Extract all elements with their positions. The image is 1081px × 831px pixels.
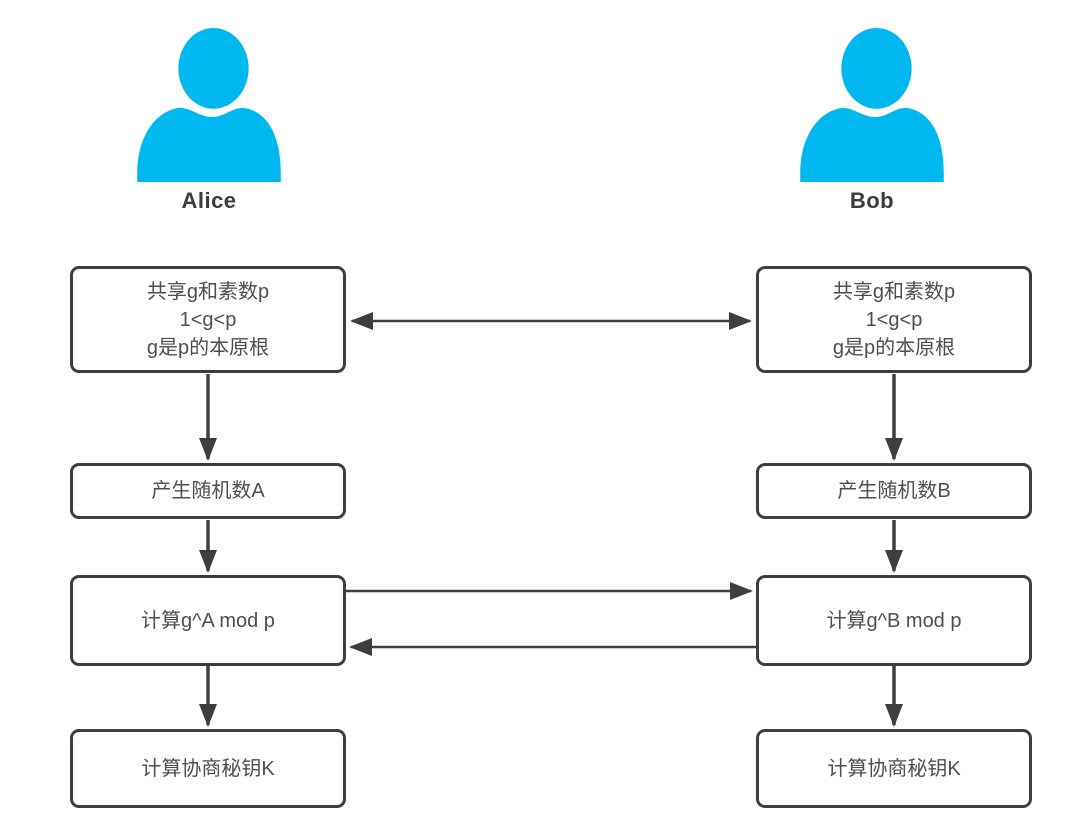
- person-icon-bob: [800, 28, 944, 182]
- node-shared-params-alice: 共享g和素数p 1<g<p g是p的本原根: [70, 266, 346, 373]
- actor-label-alice: Alice: [181, 188, 237, 213]
- node-compute-key-alice: 计算协商秘钥K: [70, 729, 346, 808]
- node-compute-ga-mod-p: 计算g^A mod p: [70, 575, 346, 666]
- node-text-line: 计算协商秘钥K: [827, 757, 961, 780]
- node-shared-params-bob: 共享g和素数p 1<g<p g是p的本原根: [756, 266, 1032, 373]
- node-text-line: 1<g<p: [179, 308, 237, 331]
- node-text-line: 共享g和素数p: [832, 280, 956, 303]
- node-text-line: 产生随机数A: [151, 480, 265, 502]
- node-text-line: g是p的本原根: [832, 336, 956, 359]
- actor-label-bob: Bob: [849, 188, 895, 213]
- actor-alice: Alice: [134, 28, 284, 214]
- node-random-number-bob: 产生随机数B: [756, 463, 1032, 519]
- node-text-line: 1<g<p: [865, 308, 923, 331]
- node-text-line: g是p的本原根: [146, 336, 270, 359]
- node-text-line: 计算g^B mod p: [826, 609, 962, 632]
- actor-bob: Bob: [797, 28, 947, 214]
- node-random-number-alice: 产生随机数A: [70, 463, 346, 519]
- node-text-line: 共享g和素数p: [146, 280, 270, 303]
- node-compute-gb-mod-p: 计算g^B mod p: [756, 575, 1032, 666]
- node-text-line: 计算协商秘钥K: [141, 757, 275, 780]
- person-icon-alice: [137, 28, 281, 182]
- node-compute-key-bob: 计算协商秘钥K: [756, 729, 1032, 808]
- node-text-line: 计算g^A mod p: [141, 609, 275, 632]
- node-text-line: 产生随机数B: [837, 480, 951, 502]
